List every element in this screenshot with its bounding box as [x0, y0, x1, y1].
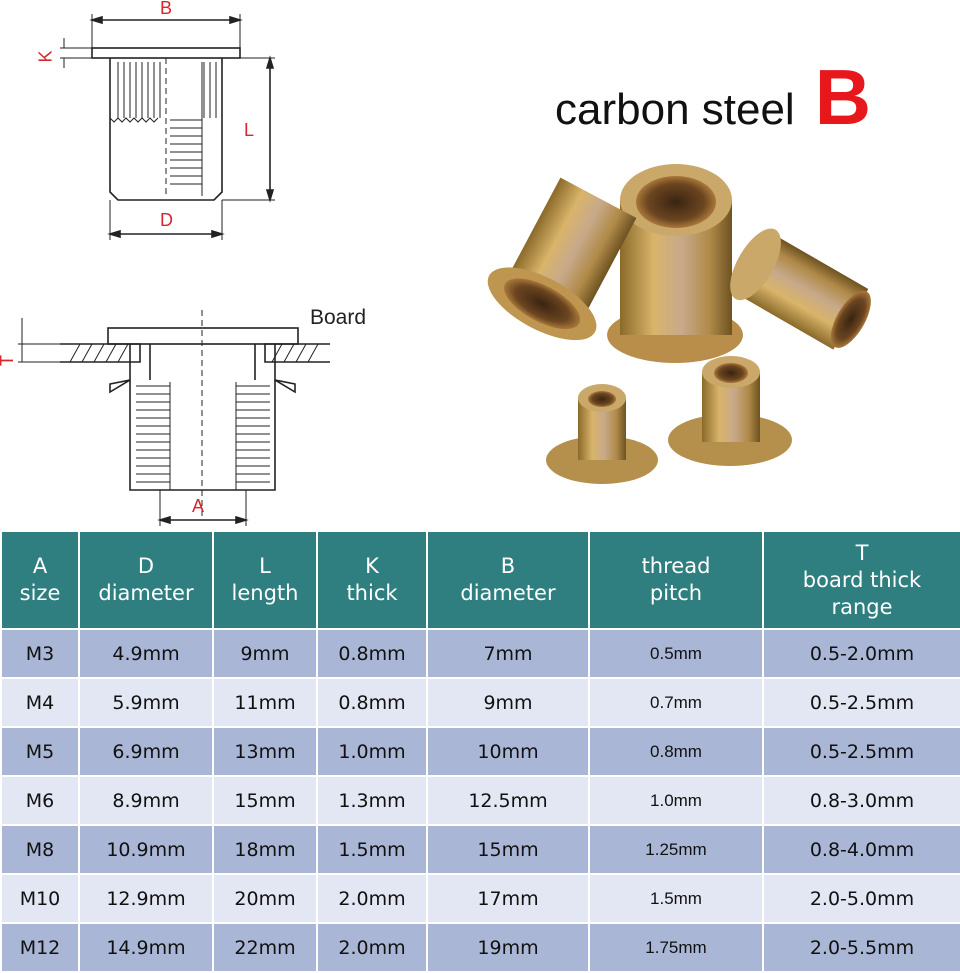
table-row: M4 5.9mm 11mm 0.8mm 9mm 0.7mm 0.5-2.5mm: [0, 677, 960, 728]
cell-pitch: 1.5mm: [588, 873, 764, 924]
cell-size: M8: [0, 824, 80, 875]
label-l: L: [244, 120, 255, 140]
board-label: Board: [310, 306, 367, 329]
rivet-nut-right: [730, 228, 871, 350]
top-panel: B K L D: [0, 0, 872, 526]
cell-d: 8.9mm: [78, 775, 214, 826]
cell-b: 19mm: [426, 922, 590, 973]
cell-size: M4: [0, 677, 80, 728]
cell-k: 2.0mm: [316, 873, 428, 924]
cell-b: 10mm: [426, 726, 590, 777]
cell-pitch: 1.75mm: [588, 922, 764, 973]
cell-size: M3: [0, 628, 80, 679]
rivet-nut-left: [487, 177, 637, 341]
product-photo: [487, 164, 871, 484]
product-headline: carbon steel B: [555, 52, 871, 143]
label-k: K: [35, 50, 56, 63]
cell-b: 15mm: [426, 824, 590, 875]
table-row: M10 12.9mm 20mm 2.0mm 17mm 1.5mm 2.0-5.0…: [0, 873, 960, 924]
rivet-nut-small-left: [546, 384, 658, 484]
cell-l: 9mm: [212, 628, 318, 679]
cell-l: 13mm: [212, 726, 318, 777]
material-text: carbon steel: [555, 85, 795, 134]
cell-k: 1.0mm: [316, 726, 428, 777]
cell-t: 0.5-2.0mm: [762, 628, 960, 679]
cell-pitch: 1.0mm: [588, 775, 764, 826]
cell-t: 0.8-4.0mm: [762, 824, 960, 875]
label-d: D: [160, 210, 173, 230]
table-row: M12 14.9mm 22mm 2.0mm 19mm 1.75mm 2.0-5.…: [0, 922, 960, 973]
cell-t: 2.0-5.0mm: [762, 873, 960, 924]
rivet-nut-large: [607, 164, 743, 363]
cell-k: 1.5mm: [316, 824, 428, 875]
label-t: T: [0, 355, 18, 366]
cell-l: 20mm: [212, 873, 318, 924]
cell-d: 14.9mm: [78, 922, 214, 973]
grade-letter: B: [814, 53, 872, 141]
cell-size: M12: [0, 922, 80, 973]
cell-d: 4.9mm: [78, 628, 214, 679]
cell-k: 0.8mm: [316, 677, 428, 728]
cell-l: 15mm: [212, 775, 318, 826]
cell-pitch: 0.7mm: [588, 677, 764, 728]
cell-b: 12.5mm: [426, 775, 590, 826]
table-row: M6 8.9mm 15mm 1.3mm 12.5mm 1.0mm 0.8-3.0…: [0, 775, 960, 826]
label-b: B: [160, 0, 173, 18]
cell-l: 11mm: [212, 677, 318, 728]
cell-b: 9mm: [426, 677, 590, 728]
cell-l: 22mm: [212, 922, 318, 973]
table-row: M5 6.9mm 13mm 1.0mm 10mm 0.8mm 0.5-2.5mm: [0, 726, 960, 777]
cell-b: 7mm: [426, 628, 590, 679]
table-row: M8 10.9mm 18mm 1.5mm 15mm 1.25mm 0.8-4.0…: [0, 824, 960, 875]
cell-k: 1.3mm: [316, 775, 428, 826]
rivet-nut-installed-drawing: [18, 310, 330, 526]
cell-pitch: 1.25mm: [588, 824, 764, 875]
cell-b: 17mm: [426, 873, 590, 924]
label-a: A: [192, 496, 205, 516]
cell-t: 0.8-3.0mm: [762, 775, 960, 826]
cell-size: M10: [0, 873, 80, 924]
cell-d: 10.9mm: [78, 824, 214, 875]
table-row: M3 4.9mm 9mm 0.8mm 7mm 0.5mm 0.5-2.0mm: [0, 628, 960, 679]
cell-d: 12.9mm: [78, 873, 214, 924]
cell-d: 6.9mm: [78, 726, 214, 777]
cell-d: 5.9mm: [78, 677, 214, 728]
cell-pitch: 0.8mm: [588, 726, 764, 777]
cell-size: M6: [0, 775, 80, 826]
rivet-nut-side-drawing: [60, 14, 275, 240]
cell-t: 0.5-2.5mm: [762, 726, 960, 777]
cell-t: 2.0-5.5mm: [762, 922, 960, 973]
cell-k: 2.0mm: [316, 922, 428, 973]
cell-l: 18mm: [212, 824, 318, 875]
cell-k: 0.8mm: [316, 628, 428, 679]
cell-pitch: 0.5mm: [588, 628, 764, 679]
cell-t: 0.5-2.5mm: [762, 677, 960, 728]
cell-size: M5: [0, 726, 80, 777]
rivet-nut-small-right: [668, 356, 792, 466]
